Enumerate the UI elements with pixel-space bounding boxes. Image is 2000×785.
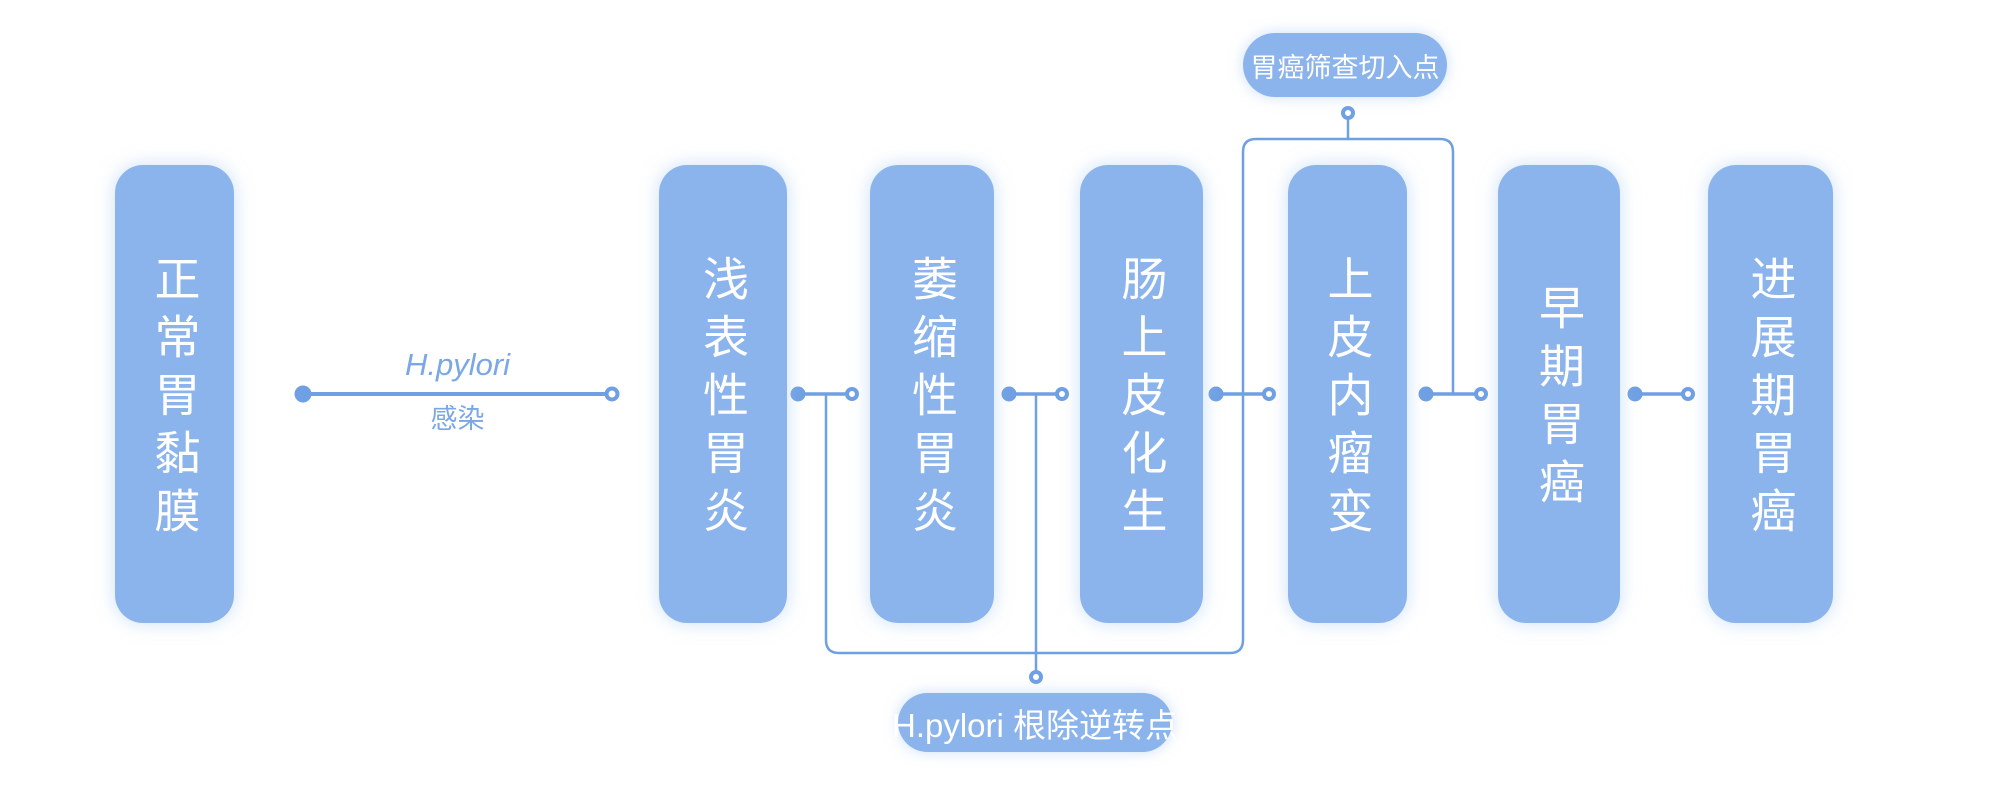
connector-dot-6 xyxy=(1627,386,1643,402)
eradication-reversal-label: H.pylori 根除逆转点 xyxy=(892,693,1178,752)
connector-ring-6 xyxy=(1474,387,1488,401)
eradication-reversal-text: H.pylori 根除逆转点 xyxy=(891,706,1179,744)
infection-ring xyxy=(604,386,620,402)
connector-ring-5 xyxy=(1262,387,1276,401)
stage-normal-mucosa: 正常胃黏膜 xyxy=(115,165,234,623)
stage-label: 肠上皮化生 xyxy=(1115,255,1168,545)
reversal-screening-bracket xyxy=(824,137,1455,655)
stage-label: 早期胃癌 xyxy=(1533,284,1585,516)
connector-ring-7 xyxy=(1681,387,1695,401)
stage-intestinal-metaplasia: 肠上皮化生 xyxy=(1080,165,1203,623)
stage-atrophic-gastritis: 萎缩性胃炎 xyxy=(870,165,994,623)
stage-label: 上皮内瘤变 xyxy=(1321,255,1374,545)
reversal-ring xyxy=(1029,670,1043,684)
stage-intraepithelial-neoplasia: 上皮内瘤变 xyxy=(1288,165,1407,623)
connector-ring-4 xyxy=(1055,387,1069,401)
screening-ring xyxy=(1341,106,1355,120)
connector-dot-2 xyxy=(790,386,806,402)
stage-label: 萎缩性胃炎 xyxy=(906,255,958,545)
connector-dot-4 xyxy=(1208,386,1224,402)
screening-entry-label: 胃癌筛查切入点 xyxy=(1243,33,1447,97)
connector-ring-3 xyxy=(845,387,859,401)
stage-advanced-gastric-cancer: 进展期胃癌 xyxy=(1708,165,1833,623)
stage-label: 进展期胃癌 xyxy=(1744,255,1797,545)
stage-label: 正常胃黏膜 xyxy=(148,255,201,545)
stage-superficial-gastritis: 浅表性胃炎 xyxy=(659,165,787,623)
stage-label: 浅表性胃炎 xyxy=(697,255,749,545)
screening-entry-text: 胃癌筛查切入点 xyxy=(1250,52,1440,83)
stage-early-gastric-cancer: 早期胃癌 xyxy=(1498,165,1620,623)
connector-dot-3 xyxy=(1001,386,1017,402)
infection-dot xyxy=(294,385,312,403)
connector-dot-5 xyxy=(1418,386,1434,402)
